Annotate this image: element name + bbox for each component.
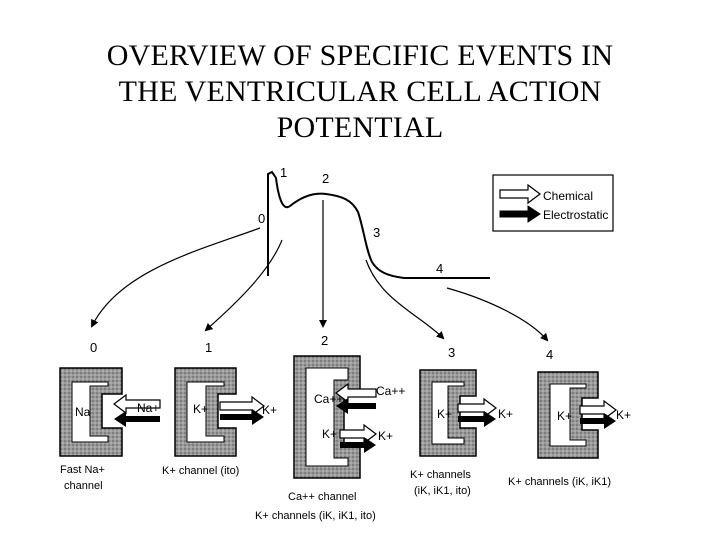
trace-phase-label-4: 4	[436, 261, 443, 276]
title-line-2: THE VENTRICULAR CELL ACTION	[118, 75, 602, 108]
chemical-arrow-icon	[579, 399, 617, 421]
cell-interior	[549, 383, 587, 447]
cell-phase-label-4: 4	[546, 347, 553, 362]
outside-ion-label: K+	[616, 408, 631, 422]
cell-phase-2: Ca++ Ca++ K+ K+ Ca++ channel K+ channels…	[255, 355, 405, 522]
electrostatic-arrow-icon	[114, 411, 160, 427]
legend: Chemical Electrostatic	[492, 174, 614, 232]
outside-ion-label: K+	[262, 403, 277, 417]
cell-caption-line-1: Ca++ channel	[288, 491, 357, 503]
electrostatic-arrow-icon	[499, 205, 541, 223]
outside-ion-label: K+	[498, 407, 513, 421]
trace-phase-label-2: 2	[322, 171, 329, 186]
membrane-potential-curve	[267, 170, 490, 279]
cell-caption-line-1: K+ channels (iK, iK1)	[508, 476, 611, 488]
cell-phase-1: K+ K+ K+ channel (ito)	[162, 367, 277, 477]
cell-phase-label-0: 0	[90, 340, 97, 355]
pointer-arrow-phase-3	[365, 259, 445, 340]
electrostatic-arrow-icon	[336, 398, 376, 414]
inside-ion-label: K+	[193, 402, 208, 416]
inside-ion-label-2: K+	[322, 427, 337, 441]
electrostatic-arrow-icon	[458, 411, 496, 427]
cell-caption-line-2: channel	[64, 480, 103, 492]
trace-phase-label-3: 3	[373, 225, 380, 240]
chemical-arrow-icon	[457, 397, 497, 419]
pointer-arrow-phase-0	[91, 227, 261, 328]
electrostatic-arrow-icon-2	[340, 437, 376, 453]
cell-phase-4: K+ K+ K+ channels (iK, iK1)	[508, 371, 631, 488]
cell-phase-0: Na Na+ Fast Na+ channel	[59, 367, 161, 492]
phase-pointer-arrows	[91, 200, 549, 342]
cell-interior	[71, 381, 109, 443]
cell-caption-line-2: (iK, iK1, ito)	[414, 485, 471, 497]
chemical-arrow-icon	[499, 183, 541, 205]
electrostatic-arrow-icon	[220, 409, 264, 425]
title-line-3: POTENTIAL	[276, 111, 444, 144]
cell-phase-label-1: 1	[205, 340, 212, 355]
pointer-arrow-phase-1	[204, 239, 283, 332]
cell-phase-label-3: 3	[448, 345, 455, 360]
membrane-shape	[59, 367, 123, 457]
cell-interior	[431, 381, 465, 445]
electrostatic-arrow-icon	[580, 413, 616, 429]
outside-ion-label-2: K+	[378, 429, 393, 443]
chemical-arrow-icon	[219, 395, 265, 417]
legend-chemical-label: Chemical	[543, 189, 593, 203]
cell-interior	[305, 367, 349, 467]
inside-ion-label: Na	[75, 405, 91, 419]
cell-phase-3: K+ K+ K+ channels (iK, iK1, ito)	[410, 369, 513, 497]
action-potential-trace	[267, 170, 490, 279]
pointer-arrow-phase-4	[446, 287, 549, 342]
inside-ion-label: K+	[437, 407, 452, 421]
inside-ion-label: K+	[557, 409, 572, 423]
cell-caption-line-1: K+ channels	[410, 469, 471, 481]
chemical-arrow-icon	[113, 393, 161, 415]
slide-title: OVERVIEW OF SPECIFIC EVENTS IN THE VENTR…	[0, 38, 720, 146]
outside-ion-label: Na+	[137, 401, 159, 415]
outside-ion-label: Ca++	[376, 384, 405, 398]
cell-phase-label-2: 2	[321, 333, 328, 348]
cell-caption-line-1: Fast Na+	[60, 464, 105, 476]
legend-electrostatic-label: Electrostatic	[543, 208, 608, 222]
cell-caption-line-1: K+ channel (ito)	[162, 465, 239, 477]
chemical-arrow-icon-2	[339, 423, 377, 445]
chemical-arrow-icon	[335, 382, 377, 404]
cell-interior	[186, 381, 225, 443]
legend-box	[492, 174, 614, 232]
cell-caption-line-2: K+ channels (iK, iK1, ito)	[255, 510, 376, 522]
trace-phase-label-1: 1	[280, 165, 287, 180]
trace-phase-label-0: 0	[258, 211, 265, 226]
title-line-1: OVERVIEW OF SPECIFIC EVENTS IN	[106, 39, 614, 72]
inside-ion-label: Ca++	[314, 392, 343, 406]
